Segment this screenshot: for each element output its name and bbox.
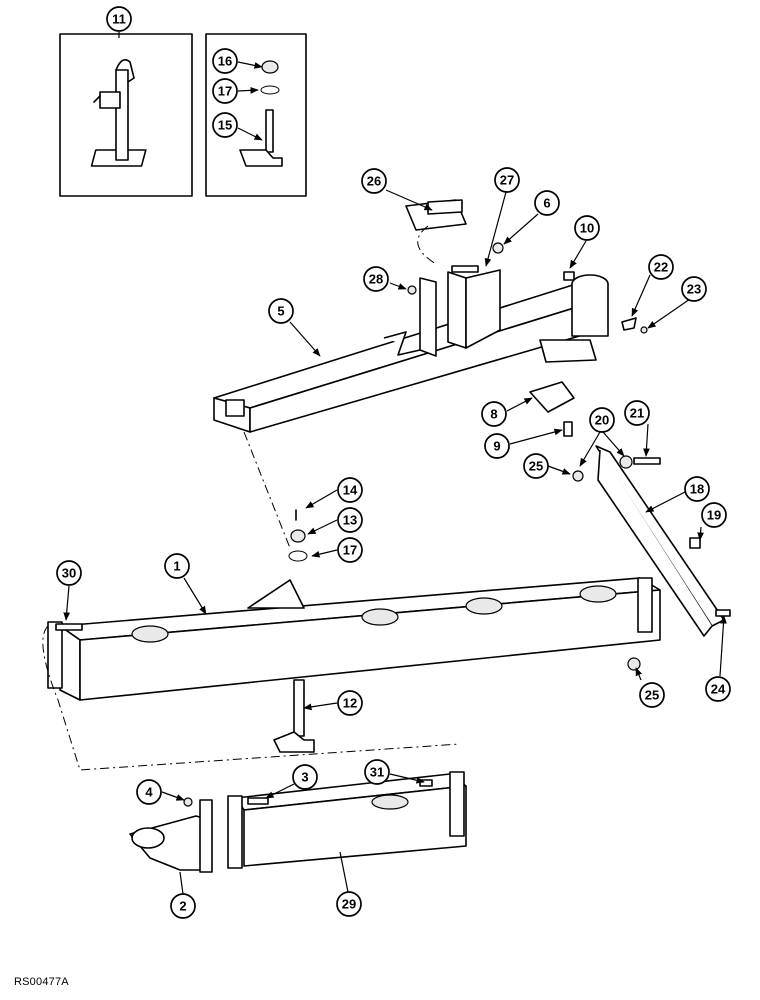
svg-text:17: 17 <box>218 84 232 99</box>
swivel-housing <box>529 274 609 413</box>
svg-text:29: 29 <box>342 897 356 912</box>
callout-17-lower: 17 <box>337 537 363 563</box>
callout-16: 16 <box>212 48 238 74</box>
svg-text:14: 14 <box>343 483 358 498</box>
pin-kit-inset <box>205 33 307 197</box>
standpipe <box>273 679 315 753</box>
svg-text:27: 27 <box>500 173 514 188</box>
svg-text:26: 26 <box>367 174 381 189</box>
callout-27: 27 <box>494 167 520 193</box>
reference-code: RS00477A <box>14 976 69 988</box>
svg-text:1: 1 <box>173 559 180 574</box>
alignment-line-bracket <box>417 225 437 265</box>
svg-text:31: 31 <box>370 765 384 780</box>
alignment-line-tongue <box>243 431 291 549</box>
callout-26: 26 <box>361 168 387 194</box>
main-axle-beam <box>47 577 661 701</box>
callout-13: 13 <box>337 507 363 533</box>
svg-text:4: 4 <box>145 785 153 800</box>
svg-text:20: 20 <box>595 413 609 428</box>
callout-24: 24 <box>705 676 731 702</box>
callout-28: 28 <box>363 266 389 292</box>
callout-10: 10 <box>574 215 600 241</box>
svg-text:3: 3 <box>301 770 308 785</box>
callout-3: 3 <box>292 764 318 790</box>
hardware <box>55 242 731 807</box>
callout-21: 21 <box>624 400 650 426</box>
svg-text:18: 18 <box>690 482 704 497</box>
svg-text:11: 11 <box>112 12 126 27</box>
callout-31: 31 <box>364 759 390 785</box>
callout-5: 5 <box>268 298 294 324</box>
leader-lines <box>63 32 727 895</box>
svg-text:28: 28 <box>369 272 383 287</box>
callout-18: 18 <box>684 476 710 502</box>
callout-19: 19 <box>701 502 727 528</box>
alignment-line-lower <box>42 625 461 771</box>
callout-2: 2 <box>170 893 196 919</box>
callout-17-inset: 17 <box>212 78 238 104</box>
callout-9: 9 <box>484 433 510 459</box>
svg-text:30: 30 <box>62 566 76 581</box>
side-bar <box>595 445 725 637</box>
callout-12: 12 <box>337 690 363 716</box>
svg-text:23: 23 <box>687 282 701 297</box>
svg-text:12: 12 <box>343 696 357 711</box>
callout-30: 30 <box>56 560 82 586</box>
callout-6: 6 <box>534 190 560 216</box>
svg-text:10: 10 <box>580 221 594 236</box>
svg-text:9: 9 <box>493 439 500 454</box>
svg-text:13: 13 <box>343 513 357 528</box>
hitch-plates <box>405 199 501 357</box>
callout-23: 23 <box>681 276 707 302</box>
jack-stand-inset <box>59 33 193 197</box>
svg-text:2: 2 <box>179 899 186 914</box>
callout-29: 29 <box>336 891 362 917</box>
callout-4: 4 <box>136 779 162 805</box>
clevis <box>129 799 213 873</box>
callout-22: 22 <box>648 254 674 280</box>
callout-14: 14 <box>337 477 363 503</box>
svg-text:6: 6 <box>543 196 550 211</box>
svg-text:8: 8 <box>490 407 497 422</box>
svg-text:22: 22 <box>654 260 668 275</box>
svg-text:19: 19 <box>707 508 721 523</box>
callout-25-upper: 25 <box>523 453 549 479</box>
svg-text:5: 5 <box>277 304 284 319</box>
callout-1: 1 <box>164 553 190 579</box>
callout-20: 20 <box>589 407 615 433</box>
callout-11: 11 <box>106 6 132 32</box>
callout-15: 15 <box>212 112 238 138</box>
callout-8: 8 <box>481 401 507 427</box>
svg-text:25: 25 <box>645 688 659 703</box>
svg-text:17: 17 <box>343 543 357 558</box>
svg-text:16: 16 <box>218 54 232 69</box>
callout-25-lower: 25 <box>639 682 665 708</box>
svg-text:25: 25 <box>529 459 543 474</box>
svg-text:15: 15 <box>218 118 232 133</box>
svg-text:24: 24 <box>711 682 726 697</box>
svg-text:21: 21 <box>630 406 644 421</box>
